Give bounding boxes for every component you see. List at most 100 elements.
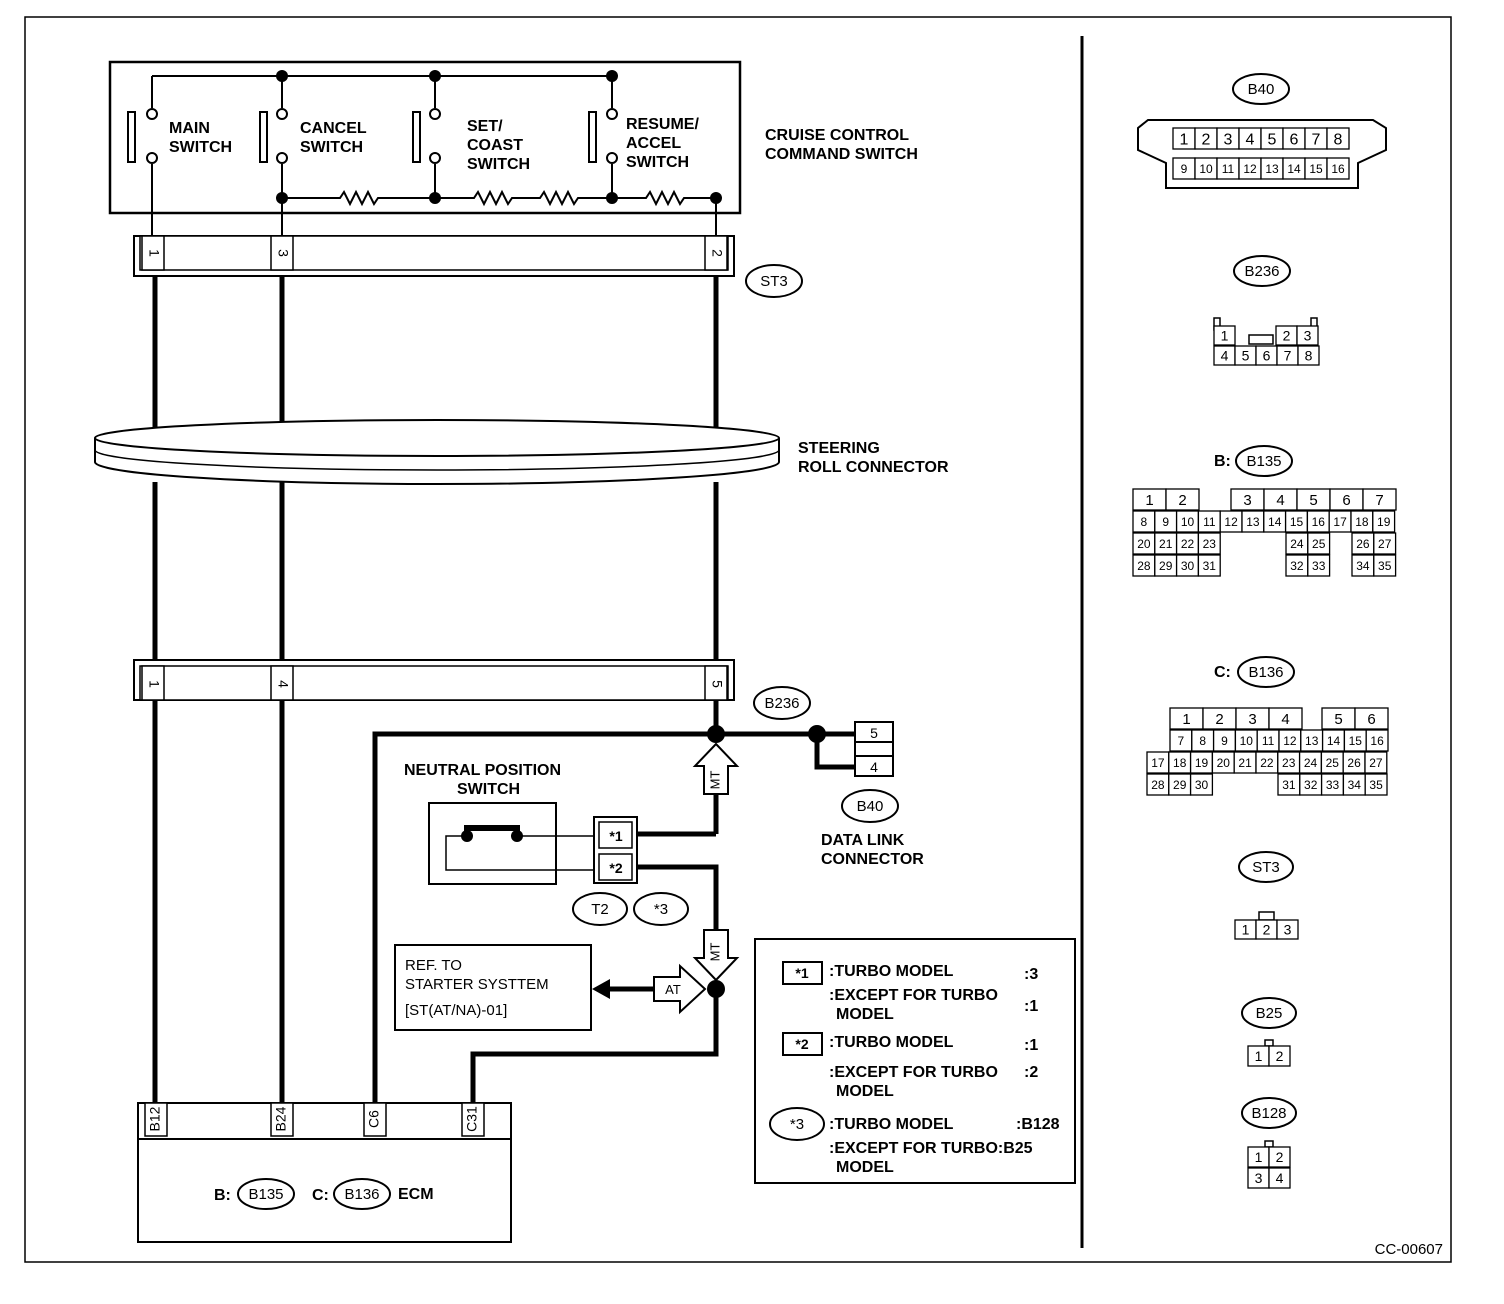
connector-pin-label: 2	[1276, 1048, 1284, 1064]
connector-pin-label: 26	[1347, 756, 1361, 770]
connector-pin-label: 7	[1375, 492, 1383, 509]
svg-text::3: :3	[1024, 966, 1038, 983]
st3-tag: ST3	[760, 273, 788, 290]
ecm-c-prefix: C:	[312, 1187, 329, 1204]
connector-pin-label: 11	[1262, 734, 1275, 748]
connector-pin-label: 3	[1243, 492, 1251, 509]
connector-pin-cell	[1189, 773, 1214, 796]
b40-tag: B40	[857, 798, 884, 815]
connector-pin-label: 35	[1369, 778, 1383, 792]
ecm-b135-tag: B135	[248, 1186, 283, 1203]
connector-pin-label: 1	[1242, 922, 1250, 938]
svg-text:B40: B40	[1248, 81, 1275, 98]
t2-pin-1: *1	[609, 828, 622, 844]
svg-text:B136: B136	[1248, 664, 1283, 681]
svg-text:[ST(AT/NA)-01]: [ST(AT/NA)-01]	[405, 1002, 507, 1019]
command-switch-title: CRUISE CONTROL	[765, 127, 909, 144]
connector-pin-label: 7	[1312, 131, 1321, 148]
connector-pin-cell	[1362, 488, 1397, 511]
connector-pin-label: 8	[1199, 734, 1206, 748]
connector-pin-label: 3	[1224, 131, 1233, 148]
b236-tag: B236	[764, 695, 799, 712]
connector-pin-label: 2	[1283, 328, 1291, 344]
connector-pin-label: 32	[1304, 778, 1318, 792]
connector-pin-label: 3	[1255, 1170, 1263, 1186]
connector-pin-label: 12	[1243, 162, 1257, 176]
middle-wires	[152, 482, 719, 660]
cancel-switch-label: CANCEL	[300, 120, 367, 137]
connector-pin-cell	[1373, 532, 1397, 555]
svg-text::1: :1	[1024, 1037, 1038, 1054]
svg-text:STARTER SYSTTEM: STARTER SYSTTEM	[405, 976, 549, 993]
data-link-label-2: CONNECTOR	[821, 851, 924, 868]
connector-pin-label: 20	[1137, 537, 1151, 551]
connector-pin-cell	[1213, 325, 1236, 346]
command-switch-title-2: COMMAND SWITCH	[765, 146, 918, 163]
data-link-connector: 5 4	[854, 721, 894, 777]
connector-pin-cell	[1307, 532, 1331, 555]
connector-pin-label: 28	[1151, 778, 1165, 792]
connector-pin-label: 9	[1181, 162, 1188, 176]
connector-pin-label: 25	[1326, 756, 1340, 770]
connector-pin-label: 27	[1369, 756, 1383, 770]
resume-switch-label: RESUME/	[626, 116, 699, 133]
connector-pin-label: 24	[1290, 537, 1304, 551]
connector-pin-label: 28	[1137, 559, 1151, 573]
connector-pin-label: 23	[1203, 537, 1217, 551]
connector-pin-label: 2	[1178, 492, 1186, 509]
st3-pin-2: 2	[709, 249, 725, 257]
connector-pin-label: 11	[1222, 162, 1235, 176]
star3-tag-oval	[633, 892, 689, 926]
connector-pin-label: 21	[1159, 537, 1173, 551]
svg-text:B135: B135	[1246, 453, 1281, 470]
connector-pin-label: 5	[1309, 492, 1317, 509]
connector-pin-label: 5	[1268, 131, 1277, 148]
b236-pin-5: 5	[709, 680, 725, 688]
connector-pin-label: 9	[1162, 515, 1169, 529]
connector-pin-label: 10	[1181, 515, 1195, 529]
st3-tag-oval	[745, 264, 803, 298]
connector-pin-label: 29	[1159, 559, 1173, 573]
connector-pin-cell	[1268, 1167, 1291, 1189]
legend: *1 :TURBO MODEL :3 :EXCEPT FOR TURBO :1 …	[754, 938, 1076, 1184]
connector-pin-label: 24	[1304, 756, 1318, 770]
star3-tag: *3	[654, 901, 668, 918]
connector-pin-cell	[1326, 157, 1350, 180]
t2-tag: T2	[591, 901, 609, 918]
connector-pin-label: 22	[1181, 537, 1195, 551]
resume-switch-label-2: ACCEL	[626, 135, 681, 152]
connector-pin-label: 7	[1284, 348, 1292, 364]
connector-pin-label: 15	[1290, 515, 1304, 529]
connector-pin-label: 31	[1203, 559, 1217, 573]
b236-pin-4: 4	[275, 680, 291, 688]
connector-pin-label: 31	[1282, 778, 1296, 792]
connector-pin-label: 5	[1242, 348, 1250, 364]
ecm-pin-b12: B12	[147, 1106, 163, 1131]
connector-pin-cell	[1326, 127, 1350, 150]
connector-pin-cell	[1373, 554, 1397, 577]
connector-pin-label: 10	[1199, 162, 1213, 176]
ecm-b-prefix: B:	[214, 1187, 231, 1204]
connector-pin-label: 3	[1284, 922, 1292, 938]
connector-pin-label: 20	[1217, 756, 1231, 770]
svg-text:*1: *1	[795, 965, 808, 981]
t2-pin-2: *2	[609, 860, 622, 876]
connector-pin-label: 33	[1312, 559, 1326, 573]
main-switch-label-2: SWITCH	[169, 139, 232, 156]
data-link-pin-5: 5	[870, 725, 878, 741]
connector-pin-label: 16	[1312, 515, 1326, 529]
connector-pin-cell	[1197, 532, 1221, 555]
connector-pin-label: 22	[1260, 756, 1274, 770]
connector-pin-label: 2	[1215, 711, 1223, 728]
connector-pin-label: 14	[1268, 515, 1282, 529]
svg-text:B236: B236	[1244, 263, 1279, 280]
connector-pin-label: 25	[1312, 537, 1326, 551]
ecm-connector: B12 B24 C6 C31	[137, 1102, 512, 1243]
mt-lower-arrow: MT	[692, 929, 740, 982]
connector-pin-cell	[1197, 554, 1221, 577]
connector-pin-label: 11	[1203, 515, 1216, 529]
